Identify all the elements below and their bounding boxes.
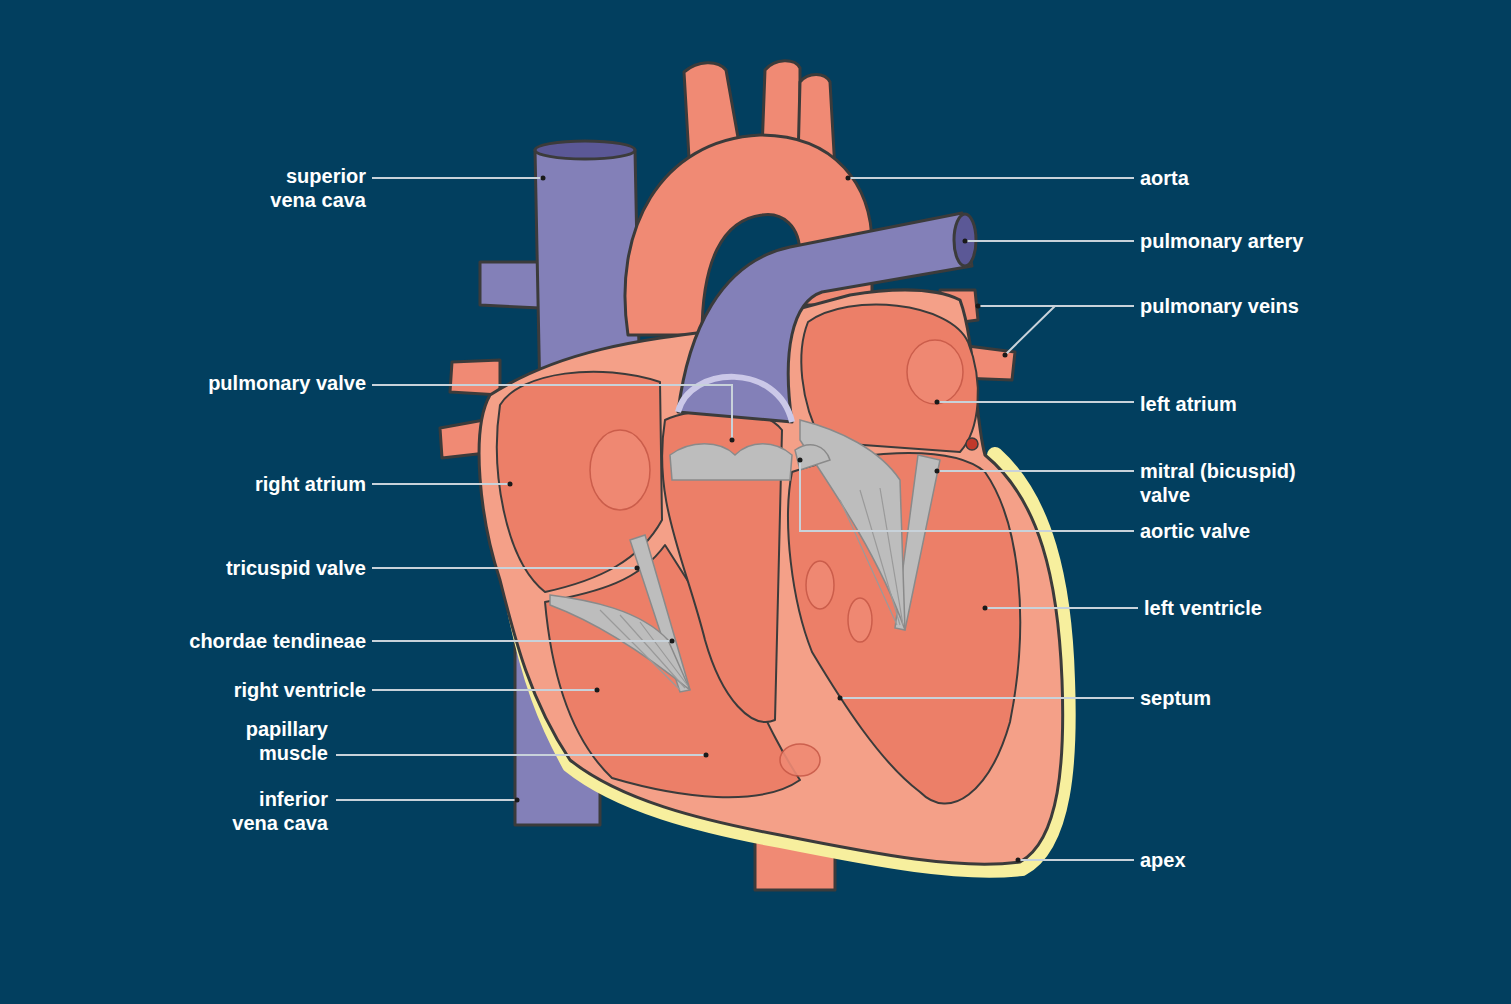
part-label: superior vena cava xyxy=(254,164,366,212)
part-label: pulmonary veins xyxy=(1140,294,1299,318)
part-label: left ventricle xyxy=(1144,596,1262,620)
part-label: left atrium xyxy=(1140,392,1237,416)
part-label: papillary muscle xyxy=(224,717,328,765)
part-label: pulmonary artery xyxy=(1140,229,1303,253)
part-label: right ventricle xyxy=(234,678,366,702)
part-label: septum xyxy=(1140,686,1211,710)
part-label: inferior vena cava xyxy=(216,787,328,835)
part-label: aortic valve xyxy=(1140,519,1250,543)
part-label: chordae tendineae xyxy=(189,629,366,653)
part-label: apex xyxy=(1140,848,1186,872)
part-label: right atrium xyxy=(255,472,366,496)
part-label: tricuspid valve xyxy=(226,556,366,580)
part-label: pulmonary valve xyxy=(208,371,366,395)
part-label: aorta xyxy=(1140,166,1189,190)
part-label: mitral (bicuspid) valve xyxy=(1140,459,1325,507)
